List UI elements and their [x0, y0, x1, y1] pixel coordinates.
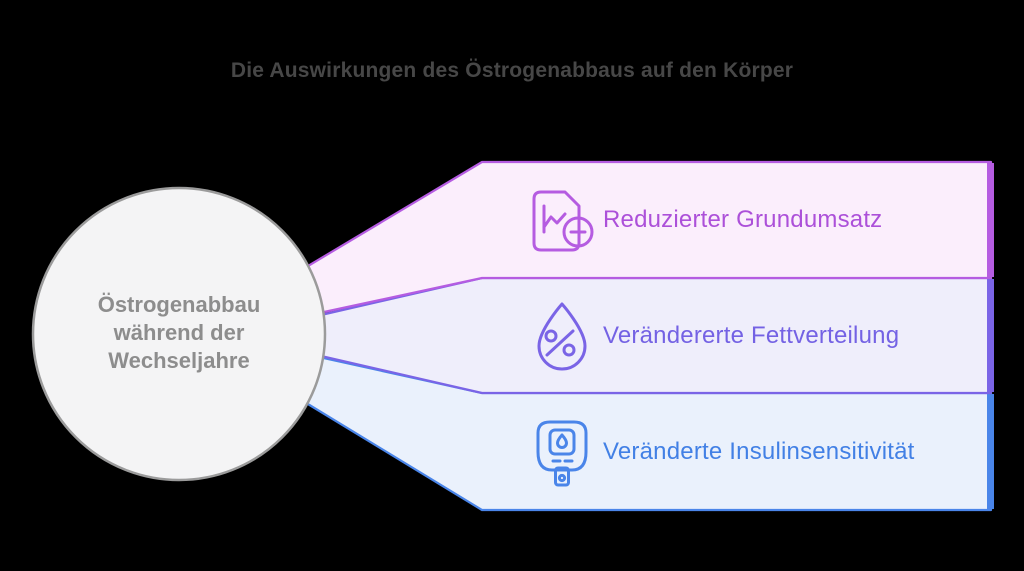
band-1-right-edge	[987, 163, 994, 277]
hub-label-line: Wechseljahre	[108, 348, 250, 373]
band-label: Verändererte Fettverteilung	[603, 321, 900, 349]
band-row-veraenderte-insulinsensitivitaet: Veränderte Insulinsensitivität	[524, 393, 915, 510]
band-3-right-edge	[987, 394, 994, 509]
hub-circle	[31, 186, 327, 482]
hub-label: Östrogenabbau während der Wechseljahre	[59, 291, 299, 375]
hub-label-line: Östrogenabbau	[97, 292, 261, 317]
glucose-meter-icon	[524, 414, 600, 490]
band-2-right-edge	[987, 279, 994, 392]
band-row-veraendererte-fettverteilung: Verändererte Fettverteilung	[524, 278, 899, 393]
document-chart-minus-icon	[524, 182, 600, 258]
hub-label-line: während der	[113, 320, 245, 345]
band-row-reduzierter-grundumsatz: Reduzierter Grundumsatz	[524, 162, 882, 278]
droplet-percent-icon	[524, 298, 600, 374]
band-label: Veränderte Insulinsensitivität	[603, 437, 915, 465]
page-title: Die Auswirkungen des Östrogenabbaus auf …	[230, 59, 794, 82]
band-label: Reduzierter Grundumsatz	[603, 206, 883, 233]
